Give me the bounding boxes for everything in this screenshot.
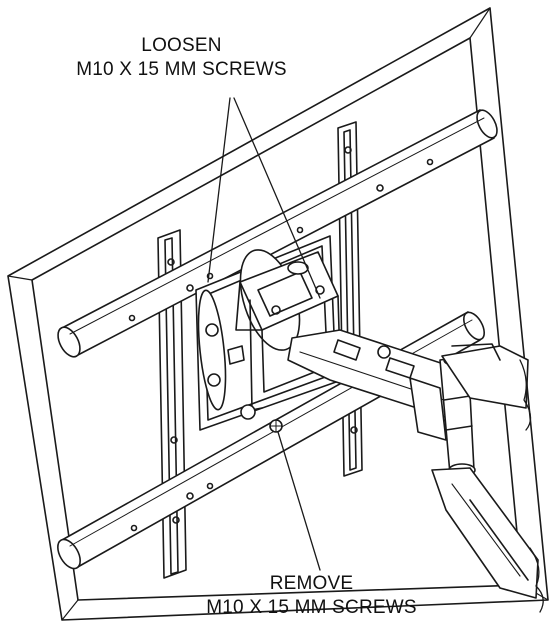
- swivel-head: [235, 251, 341, 420]
- loosen-callout: LOOSEN M10 X 15 MM SCREWS: [0, 34, 458, 82]
- remove-callout-line1: REMOVE: [269, 573, 354, 594]
- loosen-callout-line2: M10 X 15 MM SCREWS: [76, 59, 287, 80]
- loosen-leader-lines: [207, 97, 321, 299]
- remove-callout-line2: M10 X 15 MM SCREWS: [206, 597, 417, 618]
- upper-horizontal-rail: [57, 109, 498, 358]
- remove-callout: REMOVE M10 X 15 MM SCREWS: [35, 572, 553, 620]
- upper-arm-extension: [441, 343, 532, 431]
- lower-arm: [431, 467, 544, 613]
- screw-remove: [269, 419, 283, 433]
- loosen-callout-line1: LOOSEN: [141, 35, 222, 56]
- remove-leader-line: [277, 431, 321, 571]
- articulating-arm: [287, 329, 463, 441]
- screw-hinge: [377, 345, 391, 359]
